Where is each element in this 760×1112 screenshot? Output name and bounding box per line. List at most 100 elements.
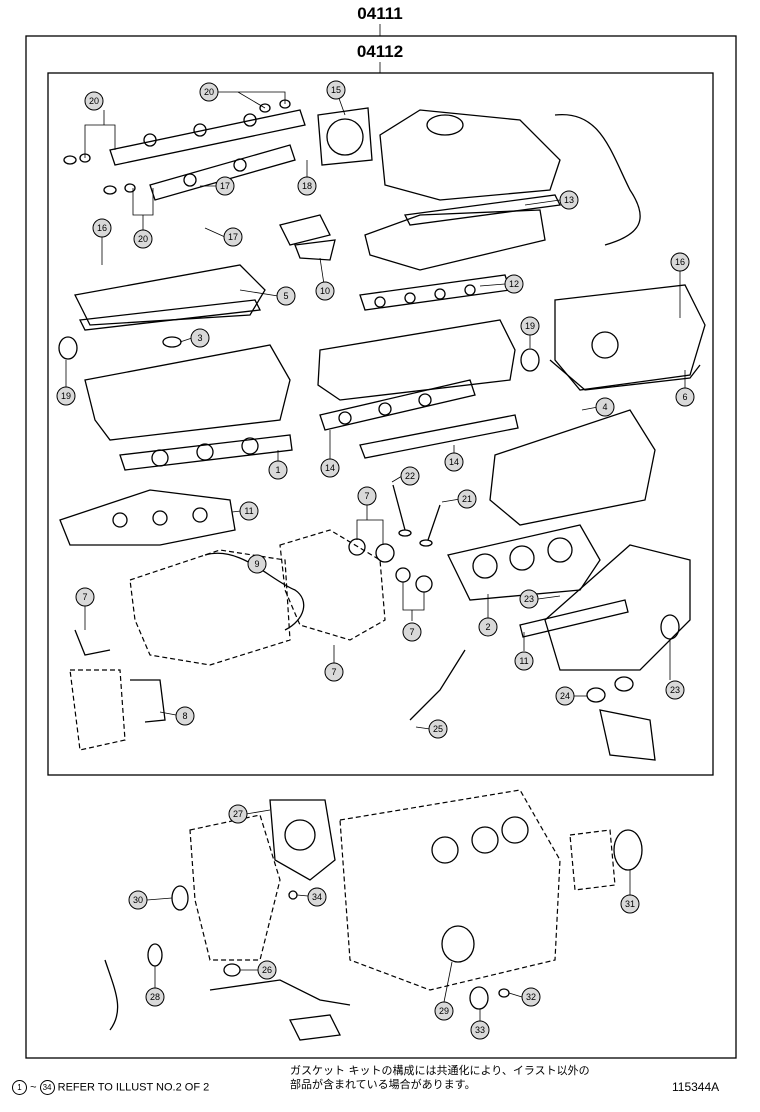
callout-label: 16 [675, 257, 685, 267]
callout-19-left: 19 [56, 386, 76, 406]
callout-label: 33 [475, 1025, 485, 1035]
intake-air-chamber [379, 109, 561, 201]
throttle-body-gasket [317, 107, 373, 166]
callout-19-right: 19 [520, 316, 540, 336]
crankshaft-oil-seals [348, 538, 433, 593]
cylinder-head-lh [84, 344, 291, 441]
callout-21: 21 [457, 489, 477, 509]
callout-27: 27 [228, 804, 248, 824]
callout-label: 19 [61, 391, 71, 401]
callout-label: 31 [625, 899, 635, 909]
callout-15: 15 [326, 80, 346, 100]
callout-7-left: 7 [75, 587, 95, 607]
callout-label: 11 [244, 506, 253, 516]
callout-23-lower: 23 [665, 680, 685, 700]
callout-label: 2 [485, 622, 490, 632]
head-gasket-lh [119, 434, 293, 471]
head-gasket-rh [447, 524, 601, 601]
note-line-1: ガスケット キットの構成には共通化により、イラスト以外の [290, 1064, 590, 1077]
callout-label: 1 [275, 465, 280, 475]
callout-16-right: 16 [670, 252, 690, 272]
water-bypass-hose [104, 959, 351, 1031]
ref-start-number: 1 [12, 1080, 27, 1095]
exhaust-manifold-gasket-rh-lower [519, 599, 629, 638]
callout-11-lower: 11 [514, 651, 534, 671]
rear-oil-seal-retainer [569, 829, 643, 891]
kit-number-inner: 04112 [356, 42, 404, 61]
callout-6: 6 [675, 387, 695, 407]
callout-label: 4 [602, 402, 607, 412]
callout-label: 17 [220, 181, 230, 191]
spark-plug-tube-seals [58, 336, 540, 372]
exhaust-manifold-gasket-rh-2 [359, 414, 519, 459]
air-hose [554, 114, 641, 246]
drain-plug-gasket [223, 890, 510, 998]
callout-label: 23 [524, 594, 534, 604]
timing-cover [129, 549, 291, 666]
kit-number-outer: 04111 [357, 4, 403, 23]
footer-reference: 1 ~ 34 REFER TO ILLUST NO.2 OF 2 [12, 1080, 209, 1095]
timing-belt-cover-rear [189, 814, 281, 961]
callout-label: 8 [182, 711, 187, 721]
intake-manifold-gasket-upper [359, 274, 511, 311]
callout-label: 7 [82, 592, 87, 602]
callout-label: 21 [462, 494, 472, 504]
cylinder-block [339, 789, 561, 991]
illustration-code: 115344A [672, 1080, 720, 1094]
callout-20-lower: 20 [133, 229, 153, 249]
callout-32: 32 [521, 987, 541, 1007]
cylinder-head-rh-block [317, 319, 516, 401]
callout-14-left: 14 [320, 458, 340, 478]
callout-label: 14 [449, 457, 459, 467]
callout-label: 19 [525, 321, 535, 331]
water-outlet [279, 214, 336, 261]
callout-25: 25 [428, 719, 448, 739]
cylinder-head-rh [489, 409, 656, 526]
callout-label: 25 [433, 724, 443, 734]
callout-label: 20 [138, 234, 148, 244]
callout-28: 28 [145, 987, 165, 1007]
oil-pump-cover [279, 529, 386, 641]
callout-30: 30 [128, 890, 148, 910]
callout-14-right: 14 [444, 452, 464, 472]
callout-label: 12 [509, 279, 519, 289]
callout-31: 31 [620, 894, 640, 914]
gasket-ring-small [586, 614, 680, 703]
callout-label: 26 [262, 965, 272, 975]
callout-17-lower: 17 [223, 227, 243, 247]
callout-label: 23 [670, 685, 680, 695]
outer-kit-frame [25, 35, 737, 1059]
callout-12: 12 [504, 274, 524, 294]
intake-manifold [364, 209, 546, 271]
callout-label: 9 [254, 559, 259, 569]
callout-18: 18 [297, 176, 317, 196]
callout-10: 10 [315, 281, 335, 301]
callout-2: 2 [478, 617, 498, 637]
callout-33: 33 [470, 1020, 490, 1040]
callout-26: 26 [257, 960, 277, 980]
timing-cover-gasket [204, 552, 305, 631]
callout-label: 22 [405, 471, 415, 481]
note-line-2: 部品が含まれている場合があります。 [290, 1078, 476, 1091]
callout-label: 27 [233, 809, 243, 819]
ref-end-number: 34 [39, 1080, 55, 1095]
oil-level-gauge-guide [74, 629, 466, 721]
callout-label: 13 [564, 195, 574, 205]
callout-label: 11 [519, 656, 528, 666]
callout-22: 22 [400, 466, 420, 486]
cylinder-head-cover-rh [554, 284, 706, 391]
callout-label: 10 [320, 286, 330, 296]
ref-text: REFER TO ILLUST NO.2 OF 2 [57, 1081, 210, 1094]
inner-kit-frame [47, 72, 714, 776]
callout-label: 20 [89, 96, 99, 106]
callout-label: 28 [150, 992, 160, 1002]
callout-11-upper: 11 [239, 501, 259, 521]
callout-label: 20 [204, 87, 214, 97]
callout-8: 8 [175, 706, 195, 726]
callout-label: 34 [312, 892, 322, 902]
oil-strainer-gasket [289, 1014, 341, 1041]
callout-3: 3 [190, 328, 210, 348]
exhaust-pipe-gasket [599, 709, 656, 761]
cover-gasket-rh [549, 359, 701, 391]
